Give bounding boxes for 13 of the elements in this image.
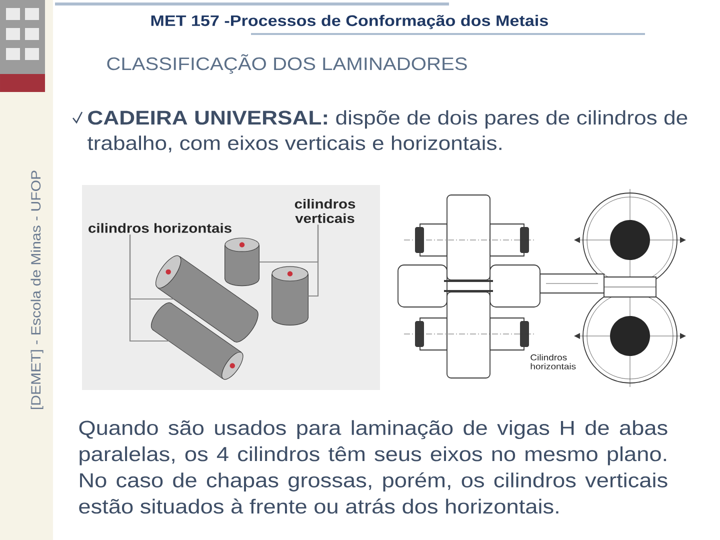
course-header: MET 157 -Processos de Conformação dos Metais [151, 14, 548, 30]
part-label: cilindros horizontais [88, 223, 232, 233]
bullet-text: CADEIRA UNIVERSAL: dispõe de dois pares de cilindros de trabalho, com eixos verticais e horizontais. [88, 110, 688, 152]
body-text: Quando são usados para laminação de vigas H de abas paralelas, os 4 cilindros têm seus eixos no mesmo plano. No caso de chapas grossas, porém, os cilindros verticais estão situados à frente ou atrás dos horizontais. [79, 420, 668, 514]
leader-line [129, 234, 169, 342]
slide-title: CLASSIFICAÇÃO DOS LAMINADORES [107, 54, 467, 74]
vertical-roll [224, 238, 260, 286]
part-label: cilindros verticais [294, 198, 356, 224]
horizontal-roll [150, 302, 244, 380]
part-label: Cilindros horizontais [530, 354, 576, 370]
vertical-roll [272, 266, 308, 326]
leader-line [308, 224, 319, 297]
sidebar-text: [DEMET] - Escola de Minas - UFOP [30, 170, 44, 410]
